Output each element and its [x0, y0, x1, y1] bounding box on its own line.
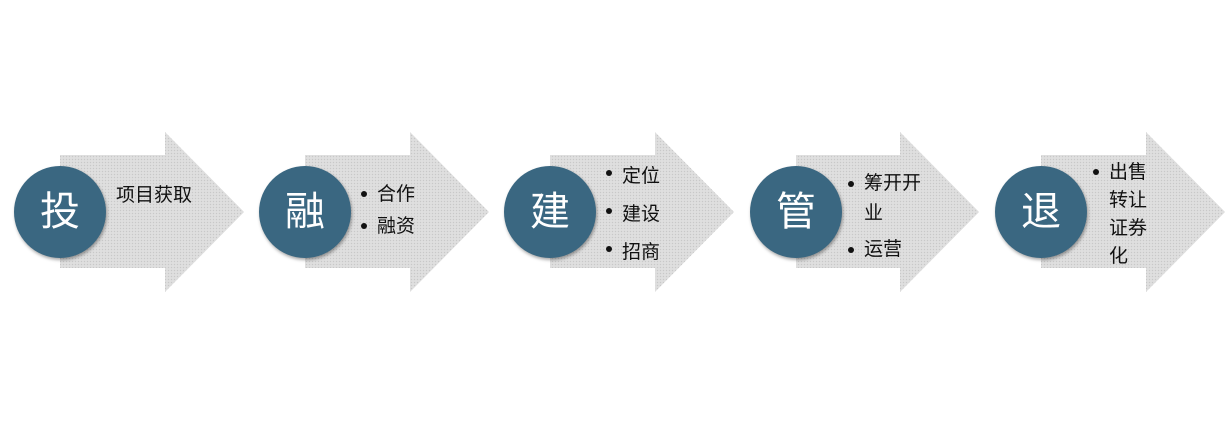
step-exit: 退 出售转让证券化: [981, 0, 1226, 425]
list-item: 建设: [602, 195, 660, 233]
step-circle-exit: 退: [995, 166, 1087, 258]
step-circle-finance: 融: [259, 166, 351, 258]
arrow-1: [60, 132, 244, 292]
list-item: 定位: [602, 157, 660, 195]
step-circle-manage: 管: [750, 166, 842, 258]
step-list-manage: 筹开开业 运营: [844, 168, 926, 264]
arrow-3: [550, 132, 734, 292]
list-item: 合作: [357, 178, 415, 210]
list-item: 筹开开业: [844, 168, 926, 228]
step-list-finance: 合作 融资: [357, 178, 415, 242]
step-manage: 管 筹开开业 运营: [736, 0, 981, 425]
list-item: 招商: [602, 233, 660, 271]
list-item: 运营: [844, 234, 926, 264]
arrow-5: [1041, 132, 1225, 292]
step-invest: 投 项目获取: [0, 0, 245, 425]
list-item: 融资: [357, 210, 415, 242]
step-text-invest: 项目获取: [115, 184, 192, 206]
step-list-build: 定位 建设 招商: [602, 157, 660, 271]
step-finance: 融 合作 融资: [245, 0, 490, 425]
step-list-exit: 出售转让证券化: [1089, 158, 1151, 270]
step-circle-build: 建: [504, 166, 596, 258]
step-build: 建 定位 建设 招商: [490, 0, 735, 425]
arrow-2: [305, 132, 489, 292]
step-circle-invest: 投: [14, 166, 106, 258]
list-item: 出售转让证券化: [1089, 158, 1151, 270]
arrow-4: [796, 132, 979, 292]
